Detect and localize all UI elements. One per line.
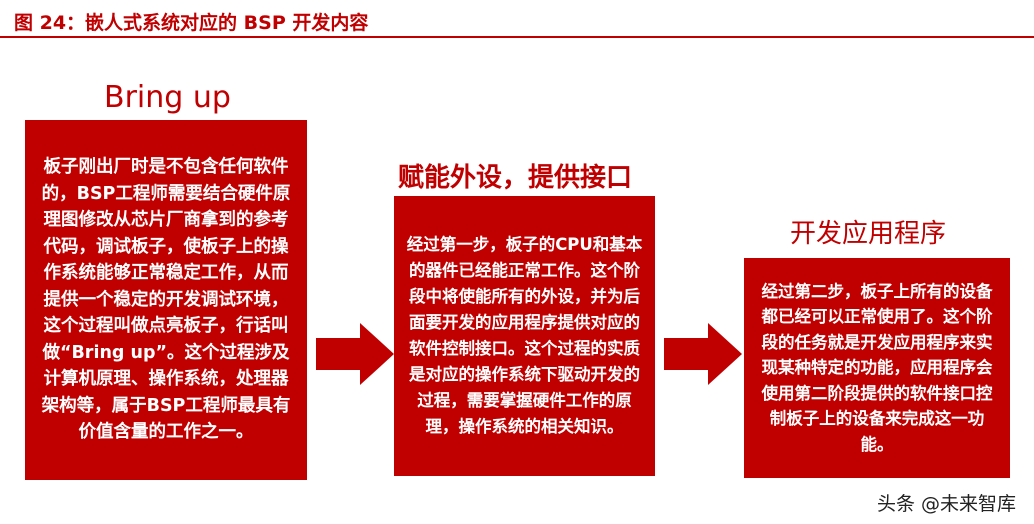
step-3-text: 经过第二步，板子上所有的设备都已经可以正常使用了。这个阶段的任务就是开发应用程序… (761, 281, 993, 454)
step-2-text: 经过第一步，板子的CPU和基本的器件已经能正常工作。这个阶段中将使能所有的外设，… (406, 235, 643, 436)
arrow-right-icon (316, 323, 394, 385)
step-1-text: 板子刚出厂时是不包含任何软件的，BSP工程师需要结合硬件原理图修改从芯片厂商拿到… (41, 157, 291, 443)
step-1-box: 板子刚出厂时是不包含任何软件的，BSP工程师需要结合硬件原理图修改从芯片厂商拿到… (25, 120, 307, 480)
step-2-box: 经过第一步，板子的CPU和基本的器件已经能正常工作。这个阶段中将使能所有的外设，… (394, 196, 655, 476)
watermark: 头条 @未来智库 (876, 493, 1016, 515)
arrow-right-icon (664, 323, 742, 385)
step-3-heading: 开发应用程序 (790, 219, 947, 249)
title-divider (0, 36, 1034, 38)
figure-title: 图 24：嵌人式系统对应的 BSP 开发内容 (14, 12, 369, 34)
step-1-heading: Bring up (104, 80, 231, 115)
step-3-box: 经过第二步，板子上所有的设备都已经可以正常使用了。这个阶段的任务就是开发应用程序… (744, 258, 1010, 478)
step-2-heading: 赋能外设，提供接口 (398, 163, 633, 193)
